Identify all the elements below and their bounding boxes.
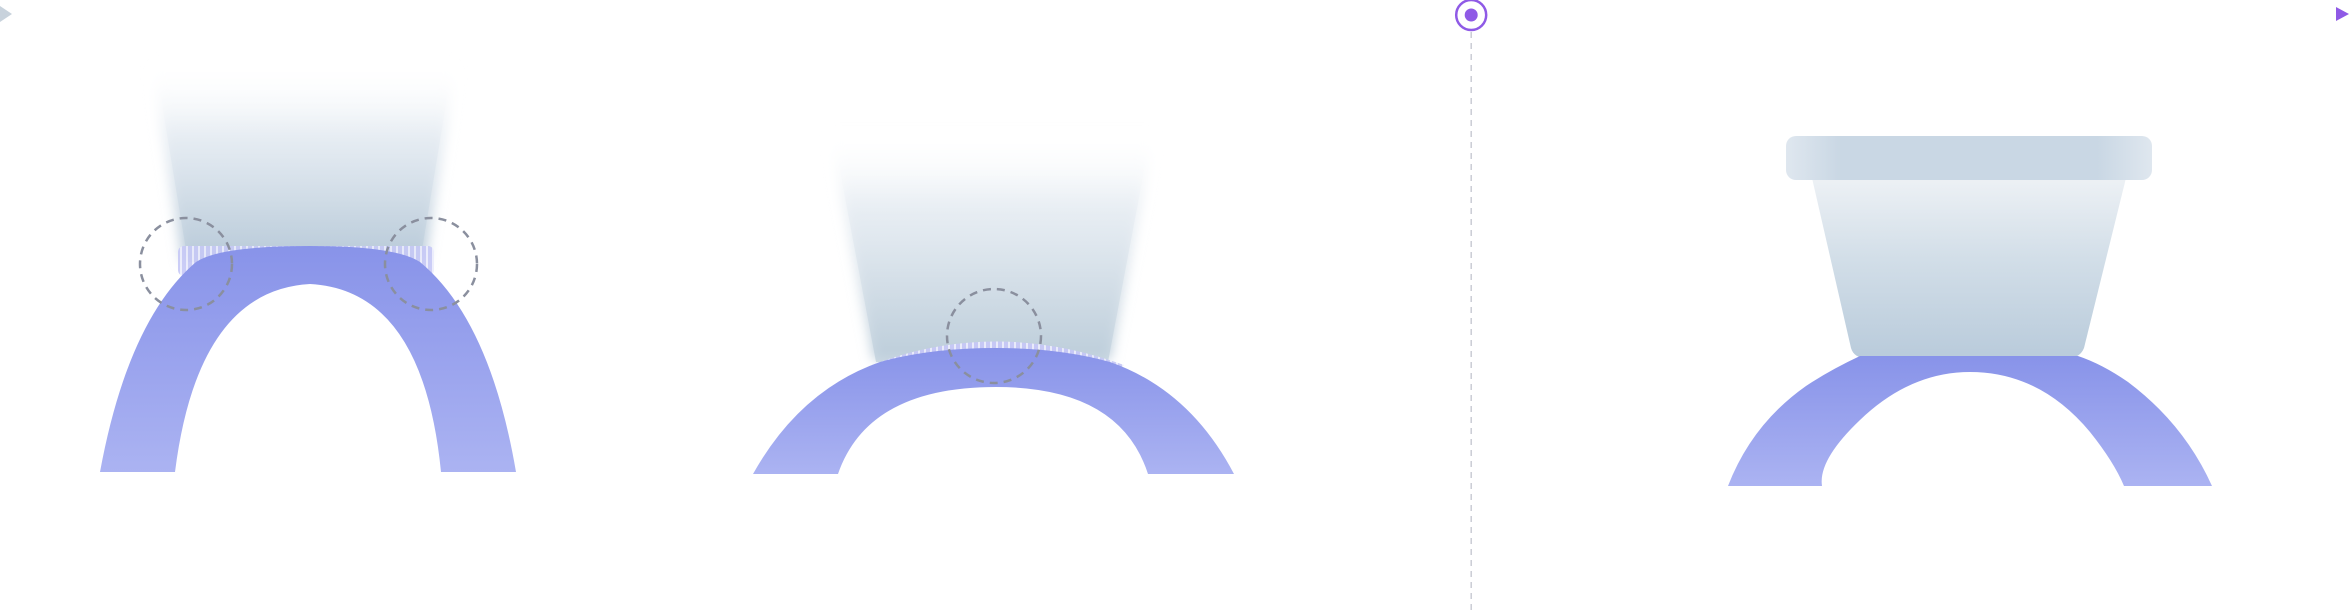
stage-3-arch (1728, 356, 2212, 486)
timeline-end-arrow-icon (2336, 7, 2349, 21)
stage-3-lid (1786, 136, 2152, 180)
stage-2 (753, 130, 1234, 474)
stage-2-focus-circle (945, 287, 1043, 385)
stage-3-cup (1812, 178, 2126, 358)
timeline-marker[interactable] (1454, 0, 1488, 32)
timeline-start-arrow-icon (0, 6, 12, 22)
stage-1 (100, 60, 516, 472)
stage-2-glow-core (836, 150, 1148, 362)
stage-1-arch (100, 246, 516, 472)
stage-1-focus-circle-right (383, 216, 479, 312)
timeline (0, 0, 2349, 32)
stage-1-focus-circle-left (138, 216, 234, 312)
stage-1-glow-core (158, 80, 450, 262)
stage-3 (1728, 136, 2212, 486)
stage-2-arch (753, 348, 1234, 474)
